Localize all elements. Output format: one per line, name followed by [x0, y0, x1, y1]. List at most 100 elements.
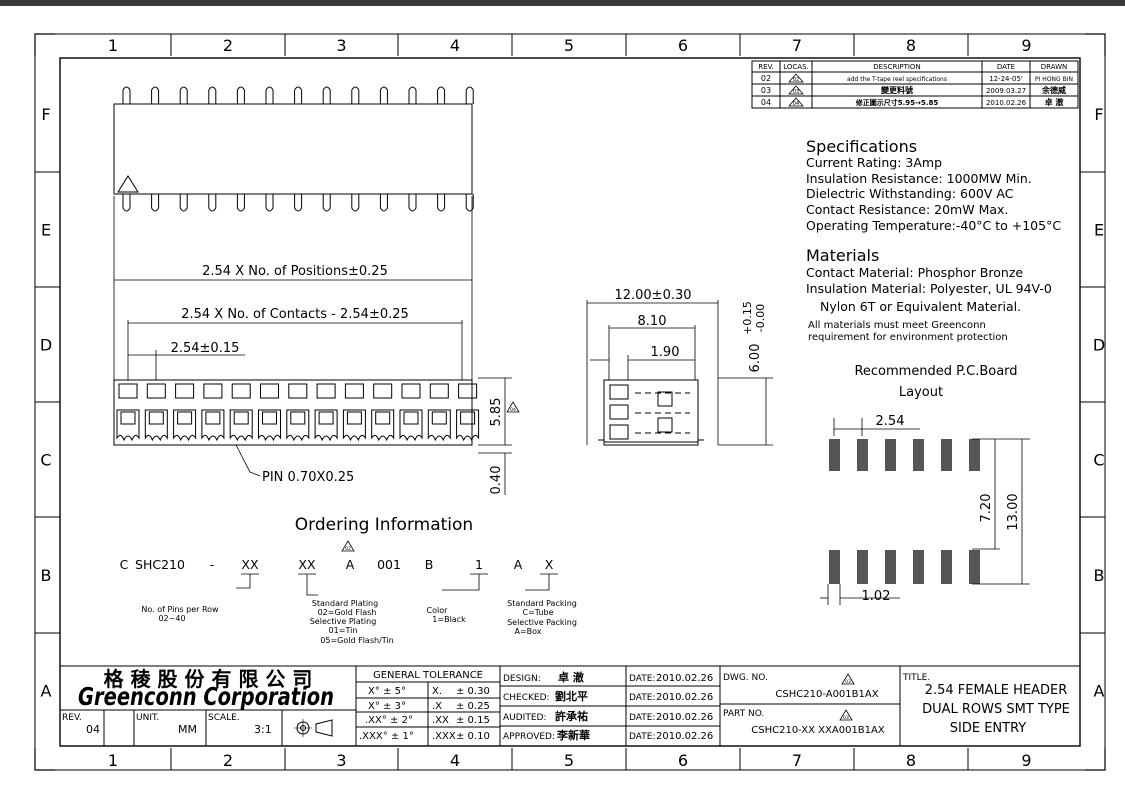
pin-bottom: [122, 194, 131, 212]
materials-title: Materials: [806, 246, 879, 265]
grid-column-label: 6: [678, 751, 688, 770]
rev-triangle-icon: [788, 85, 804, 95]
code-part: A: [346, 557, 355, 572]
contact-window: [318, 411, 334, 425]
grid-column-label: 3: [336, 751, 346, 770]
grid-column-label: 6: [678, 36, 688, 55]
unit-value: MM: [178, 723, 197, 736]
rev-date: 12-24-05': [989, 75, 1023, 83]
dim-pitch: 2.54±0.15: [171, 341, 240, 356]
pin-bottom: [179, 194, 188, 212]
pcb-pad: [885, 550, 896, 584]
pin-top: [122, 86, 131, 104]
contact-window: [262, 411, 277, 425]
pcb-pad: [969, 439, 980, 471]
pcb-dim-inner: 7.20: [979, 494, 994, 523]
pcb-pads: [829, 439, 980, 584]
contact-lower: [427, 409, 451, 442]
dim-positions: 2.54 X No. of Positions±0.25: [202, 264, 388, 279]
order-note-pins: No. of Pins per Row: [141, 605, 219, 614]
pin-top: [322, 86, 331, 104]
pin-bottom: [208, 194, 217, 212]
grid-column-label: 8: [906, 751, 916, 770]
rev-cell: 04: [761, 98, 771, 107]
pin-bottom: [151, 194, 160, 212]
contact-cell: [344, 383, 364, 399]
order-note-plating: Standard Plating: [312, 599, 378, 608]
tol-decimal: .XX: [432, 715, 449, 726]
pcb-pad: [857, 550, 868, 584]
pcb-dim-pitch: 2.54: [876, 414, 905, 429]
contact-lower: [144, 409, 168, 442]
side-dim-tol-minus: -0.00: [754, 304, 767, 332]
side-dim-small: 1.90: [651, 345, 680, 360]
code-part: C: [120, 557, 129, 572]
side-dim-width: 12.00±0.30: [614, 288, 691, 303]
rev-row: 04 04 修正圖示尺寸5.95→5.85 2010.02.26 卓 澈: [761, 97, 1063, 107]
rev-row: 02 02 add the T-tape reel specifications…: [761, 73, 1073, 83]
part-rev-mark: 03: [843, 715, 849, 721]
grid-column-label: 1: [108, 36, 118, 55]
tol-decimal: .XXX: [432, 731, 456, 742]
date-label: DATE:: [629, 732, 655, 742]
code-part: 1: [475, 557, 483, 572]
unit-label: UNIT.: [136, 713, 159, 723]
date-value: 2010.02.26: [656, 731, 713, 742]
ordering-rev-mark: 02: [345, 546, 351, 552]
contact-window: [431, 411, 447, 425]
order-note-packing: A=Box: [514, 627, 541, 636]
pin-bottom: [294, 194, 303, 212]
rev-header-loc: LOCAS.: [783, 63, 809, 71]
pin-top: [208, 86, 217, 104]
code-part: XX: [241, 557, 259, 572]
date-label: DATE:: [629, 693, 655, 703]
contact-lower: [201, 409, 225, 442]
contact-cell: [316, 383, 336, 399]
grid-column-label: 1: [108, 751, 118, 770]
design-label: DESIGN:: [503, 674, 541, 684]
grid-row-label: D: [40, 336, 52, 355]
grid-column-label: 2: [223, 751, 233, 770]
pin-top: [437, 86, 446, 104]
order-note-color: Color: [427, 606, 449, 615]
corner-marks: [34, 33, 1106, 771]
pin-note: PIN 0.70X0.25: [262, 470, 354, 485]
contact-window: [177, 411, 193, 425]
pin-top: [351, 86, 360, 104]
contact-window: [403, 411, 419, 425]
dwg-rev-mark: 03: [845, 679, 851, 685]
pcb-pad: [829, 439, 840, 471]
grid-row-label: F: [1094, 105, 1103, 124]
contact-cell: [175, 383, 195, 399]
pin-bottom: [265, 194, 274, 212]
title-line: SIDE ENTRY: [950, 721, 1027, 736]
order-note-packing: Standard Packing: [507, 599, 577, 608]
pin-bottom: [437, 194, 446, 212]
contact-cell: [401, 383, 421, 399]
dim-height: 5.85: [489, 398, 504, 427]
contact-cell: [288, 383, 308, 399]
dwg-label: DWG. NO.: [723, 673, 768, 683]
tol-angle: .XXX° ± 1°: [359, 731, 414, 742]
tol-decimal: .X: [432, 701, 442, 712]
order-note-color: 1=Black: [432, 615, 466, 624]
contact-lower: [116, 409, 140, 442]
contact-window: [460, 411, 476, 425]
rev-loc: 02: [793, 77, 799, 83]
revision-table: REV. LOCAS. DESCRIPTION DATE DRAWN 02 02…: [751, 60, 1079, 109]
pin-top: [151, 86, 160, 104]
rev-triangle-icon: [839, 709, 853, 721]
pin-bottom: [236, 194, 245, 212]
rev-header-desc: DESCRIPTION: [873, 63, 920, 71]
audited-name: 許承祐: [555, 709, 588, 723]
grid-column-label: 8: [906, 36, 916, 55]
rev-triangle-icon: [841, 673, 855, 685]
spec-line: Current Rating: 3Amp: [806, 155, 942, 170]
title-line: 2.54 FEMALE HEADER: [925, 683, 1068, 698]
grid-row-label: A: [41, 682, 52, 701]
specifications-block: Specifications Current Rating: 3Amp Insu…: [806, 137, 1061, 233]
pcb-pad: [857, 439, 868, 471]
date-value: 2010.02.26: [656, 712, 713, 723]
projection-icon: [294, 719, 333, 737]
